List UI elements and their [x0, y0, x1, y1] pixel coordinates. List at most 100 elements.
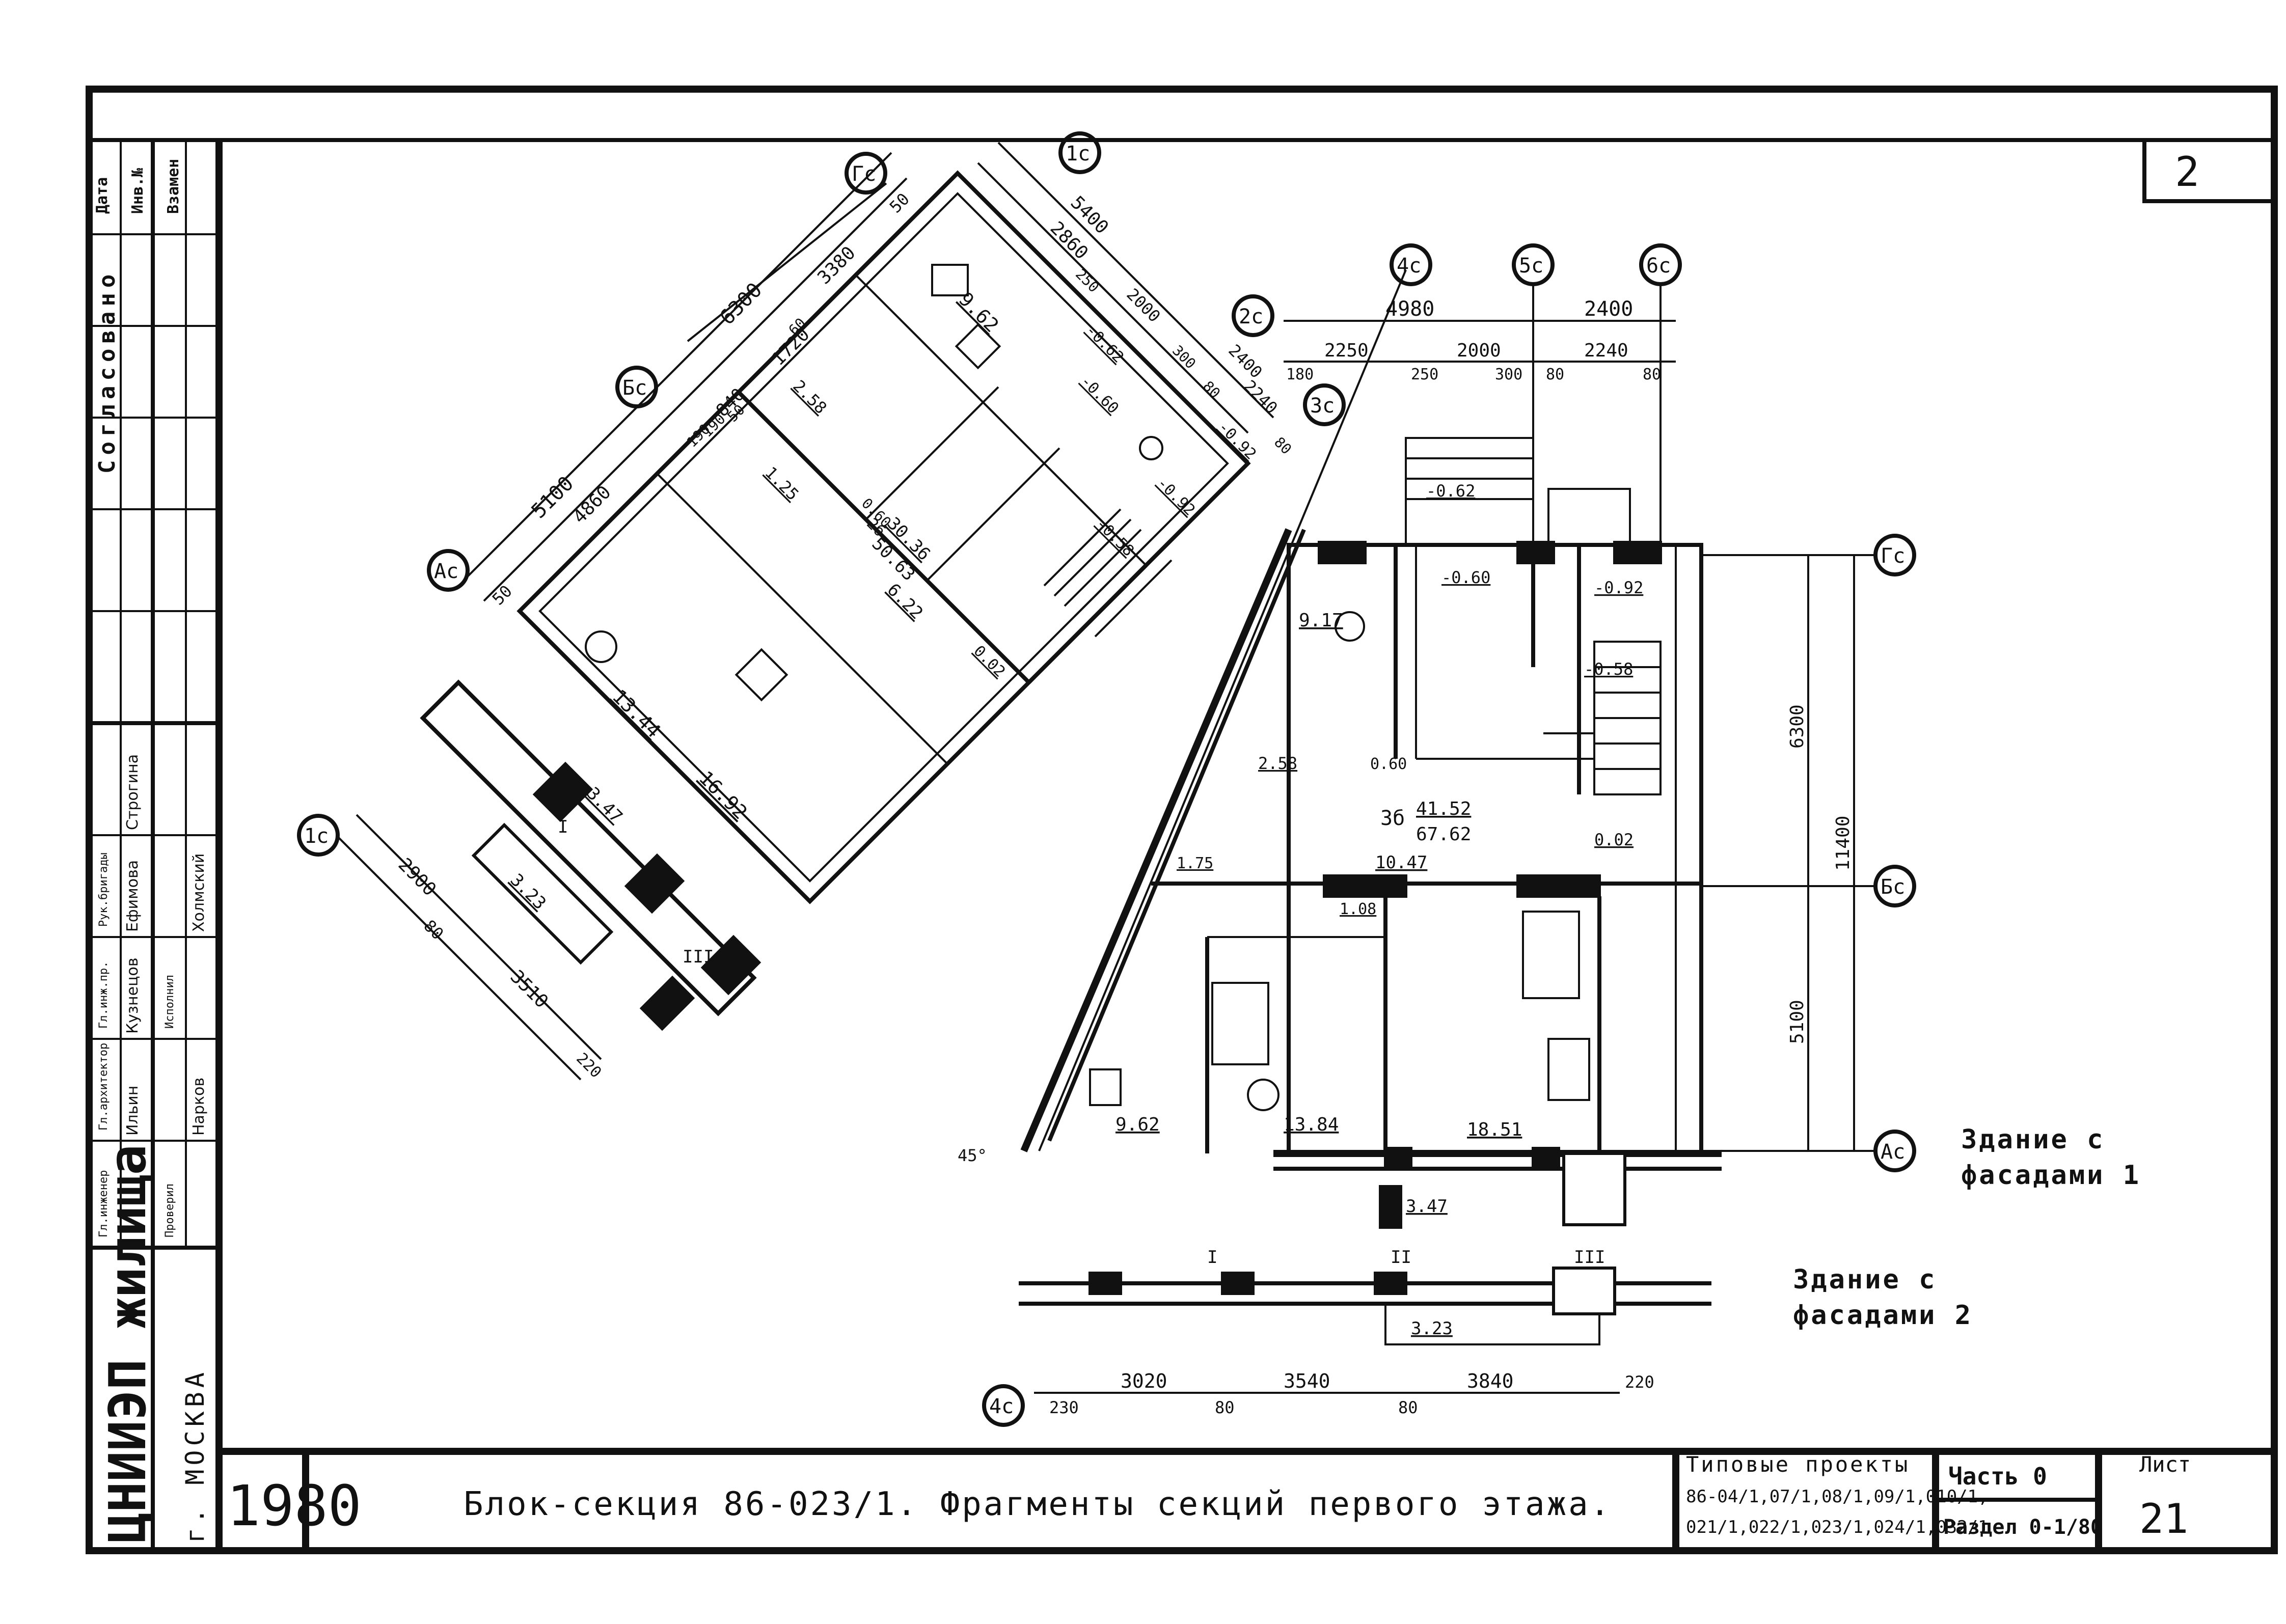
right-area-total-bottom: 67.62: [1416, 824, 1471, 845]
stamp-name-6: Холмский: [190, 854, 208, 932]
right-dim-2250: 2250: [1324, 340, 1369, 361]
stamp-name-5: Нарков: [190, 1078, 208, 1136]
right-area-kitchen: 9.62: [1115, 1114, 1160, 1135]
right-bed-icon: [1211, 982, 1269, 1065]
left-level-6: 0.02: [970, 642, 1009, 681]
right-sofa-icon: [1522, 911, 1580, 999]
right-area-total-top: 41.52: [1416, 799, 1471, 819]
stamp-instead: Взамен: [165, 159, 182, 214]
note-building-1-line-1: Здание с: [1961, 1124, 2105, 1155]
left-dim-50a: 50: [886, 189, 913, 217]
stamp-name-1: Ильин: [124, 1086, 142, 1136]
left-dim-2000: 2000: [1123, 285, 1164, 326]
axis-1c-left: 1с: [304, 824, 329, 848]
stamp-name-2: Кузнецов: [124, 957, 142, 1034]
right-area-bedroom: 13.84: [1284, 1114, 1339, 1135]
title-text: Блок-секция 86-023/1. Фрагменты секций п…: [464, 1485, 1612, 1523]
axis-4c-top: 4с: [1397, 254, 1421, 278]
right-dim-80a: 80: [1546, 366, 1564, 383]
left-kitchen-table-icon: [955, 323, 1001, 370]
right-stove-icon: [1089, 1068, 1122, 1106]
left-dim-80c: 80: [420, 916, 447, 944]
stamp-role-6: Исполнил: [164, 975, 176, 1029]
left-table-icon: [585, 630, 617, 663]
note-building-1-line-2: фасадами 1: [1961, 1160, 2141, 1191]
right-dining-table-icon: [1547, 1038, 1590, 1101]
right-dim-220: 220: [1625, 1372, 1654, 1392]
right-loggia-mark-2: II: [1391, 1247, 1411, 1268]
left-dim-300: 300: [1169, 342, 1199, 372]
building-notes: Здание с фасадами 1 Здание с фасадами 2: [1793, 1124, 2141, 1331]
right-level-4: -0.58: [1584, 659, 1633, 679]
right-area-bath: 9.17: [1299, 610, 1343, 631]
left-dim-3510: 3510: [506, 966, 552, 1012]
right-level-5: 0.02: [1594, 830, 1634, 849]
axis-gc-left: Гс: [852, 162, 876, 186]
left-floor-plan: Гс 1с 2с 3с Бс Ас 1с 6300 3380 172: [297, 131, 1346, 1082]
right-level-1: -0.62: [1426, 481, 1475, 501]
right-dim-4980: 4980: [1385, 297, 1434, 321]
left-level-4: -0.92: [1153, 474, 1199, 519]
section-label: Раздел 0-1/80: [1943, 1516, 2103, 1539]
right-floor-plan: 4с 5с 6с Гс Бс Ас 4с 4980 2400 2250 2000: [958, 243, 1916, 1427]
right-area-wc: 2.58: [1258, 754, 1297, 773]
stamp-name-4: Строгина: [124, 754, 142, 830]
right-axis-markers: 4с 5с 6с Гс Бс Ас 4с: [982, 243, 1916, 1427]
right-dim-230: 230: [1049, 1398, 1079, 1417]
projects-line-2: 021/1,022/1,023/1,024/1,032/1: [1686, 1517, 1989, 1537]
left-dim-80b: 80: [1271, 434, 1295, 458]
note-building-2-line-1: Здание с: [1793, 1264, 1937, 1295]
stamp-date: Дата: [93, 177, 111, 214]
axis-bc-left: Бс: [622, 376, 647, 400]
left-area-bath: 2.58: [789, 376, 830, 418]
right-loggia-mark-1: I: [1207, 1247, 1217, 1268]
stamp-agreed: Согласовано: [94, 269, 120, 474]
left-area-hall: 6.22: [883, 580, 927, 623]
left-loggia-mark-3: III: [683, 947, 714, 967]
axis-2c: 2с: [1239, 305, 1263, 328]
stamp-role-1: Гл.инженер: [97, 1170, 110, 1237]
right-dim-80d: 80: [1398, 1398, 1418, 1417]
right-dim-5100: 5100: [1787, 1000, 1808, 1044]
left-area-bedroom: 13.44: [608, 685, 665, 742]
right-dim-2240: 2240: [1584, 340, 1628, 361]
approval-stamp: Согласовано Дата Инв.№ Взамен Гл.инженер…: [89, 140, 219, 1551]
right-dim-80b: 80: [1643, 366, 1661, 383]
projects-heading: Типовые проекты: [1686, 1452, 1910, 1477]
right-area-closet: 1.75: [1177, 855, 1213, 872]
right-dim-angle: 45°: [958, 1146, 987, 1165]
axis-gc-right: Гс: [1881, 544, 1905, 568]
stamp-role-2: Гл.архитектор: [97, 1043, 110, 1131]
right-level-3: -0.92: [1594, 578, 1643, 597]
right-area-corridor: 0.60: [1370, 755, 1407, 773]
right-level-2: -0.60: [1441, 568, 1490, 587]
stamp-role-4: Рук.бригады: [97, 852, 110, 927]
left-level-2: -0.60: [1077, 372, 1122, 418]
stamp-city: г. МОСКВА: [180, 1368, 210, 1543]
sheet-label: Лист: [2139, 1452, 2191, 1477]
right-apt-num: 3б: [1380, 807, 1405, 830]
title-block: 1980 Блок-секция 86-023/1. Фрагменты сек…: [227, 1451, 2191, 1551]
projects-line-1: 86-04/1,07/1,08/1,09/1,010/1,: [1686, 1487, 1989, 1507]
right-area-closet-2: 1.08: [1340, 900, 1376, 918]
axis-5c: 5с: [1519, 254, 1543, 278]
note-building-2-line-2: фасадами 2: [1793, 1300, 1973, 1331]
right-dim-250: 250: [1411, 366, 1438, 383]
right-table-icon: [1247, 1079, 1280, 1111]
left-area-wc: 1.25: [761, 463, 802, 504]
left-stove-icon: [931, 264, 969, 296]
axis-bc-right: Бс: [1881, 875, 1905, 899]
right-dim-3840: 3840: [1467, 1370, 1514, 1392]
axis-6c: 6с: [1646, 254, 1671, 278]
stamp-role-3: Гл.инж.пр.: [97, 961, 110, 1029]
axis-4c-bottom: 4с: [989, 1395, 1014, 1418]
left-dim-80a: 80: [1200, 378, 1223, 402]
left-axis-markers: Гс 1с 2с 3с Бс Ас 1с: [297, 131, 1346, 857]
right-dim-3540: 3540: [1284, 1370, 1330, 1392]
right-dim-11400: 11400: [1833, 816, 1854, 871]
axis-ac-right: Ас: [1881, 1140, 1905, 1164]
right-dim-180: 180: [1286, 366, 1314, 383]
right-dim-300: 300: [1495, 366, 1522, 383]
right-dim-2400: 2400: [1584, 297, 1633, 321]
